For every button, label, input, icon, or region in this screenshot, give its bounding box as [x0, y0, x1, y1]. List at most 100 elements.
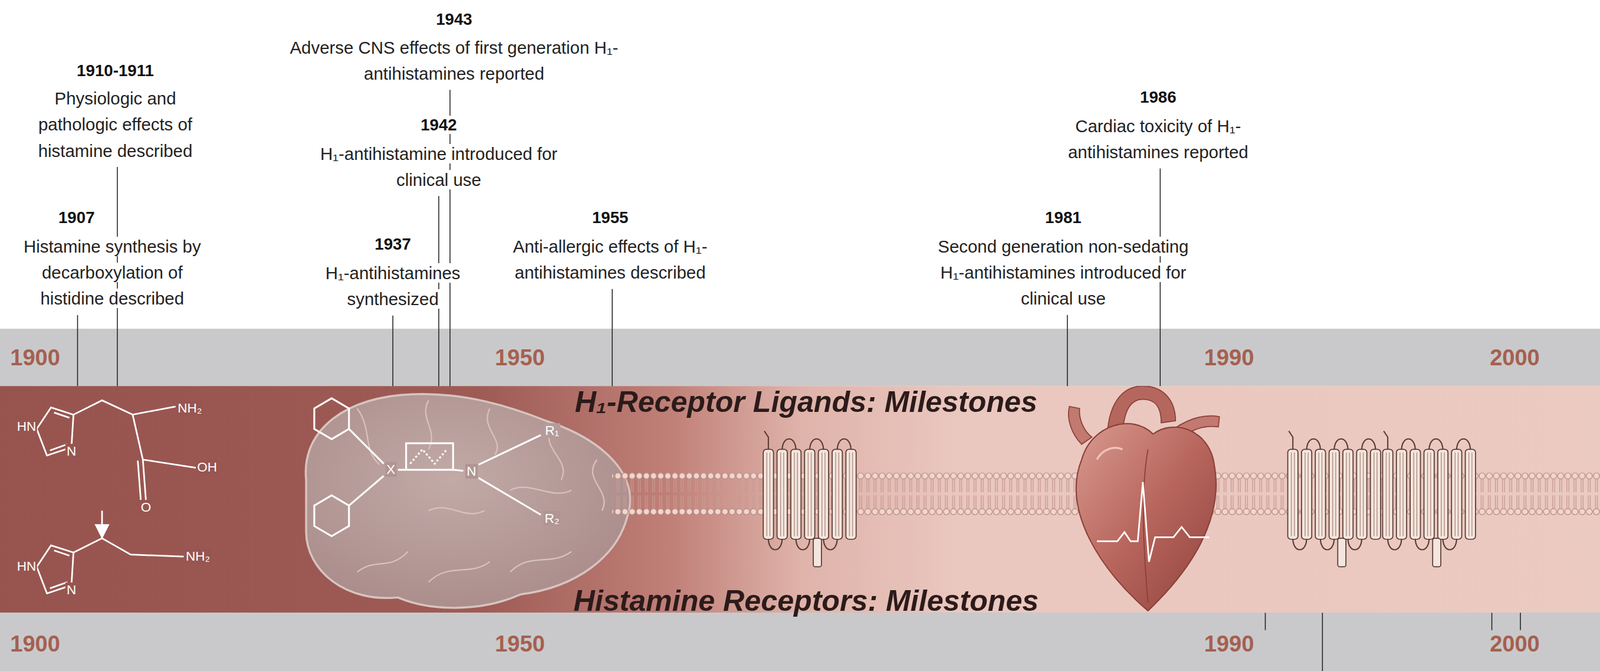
- receptor-part-part: [823, 537, 837, 550]
- brain-part-part: [510, 487, 572, 494]
- antihistamine-structure-part: [398, 468, 407, 471]
- axis-tick-part: [1265, 612, 1267, 630]
- receptor-part-part: [813, 537, 822, 567]
- heart-part: [1068, 406, 1093, 445]
- receptor-part-part: [1415, 537, 1429, 550]
- milestone-note: Anti-allergic effects of H₁-antihistamin…: [512, 236, 709, 282]
- receptor-part-part: [1387, 537, 1402, 550]
- receptor-part-part: [1334, 438, 1348, 450]
- receptor-part-part: [818, 448, 829, 539]
- receptor-part-part: [1288, 448, 1299, 539]
- receptor-part-part: [1332, 452, 1333, 537]
- receptor-part-part: [1410, 448, 1421, 539]
- brain-part-part: [510, 551, 572, 573]
- receptor-part-part: [1329, 448, 1340, 539]
- brain-part-part: [425, 399, 432, 449]
- receptor-part-part: [1290, 452, 1292, 537]
- milestone-year: 1981: [1044, 208, 1083, 227]
- receptor-part-part: [1451, 448, 1462, 539]
- atom-label: OH: [195, 460, 219, 475]
- receptor-part-part: [824, 452, 826, 537]
- receptor-part-part: [768, 537, 783, 550]
- axis-year: 2000: [1489, 631, 1540, 657]
- antihistamine-structure-part: [452, 469, 463, 471]
- receptor-part-part: [764, 430, 769, 450]
- receptor-part-part: [1315, 448, 1326, 539]
- receptor-part-part: [1292, 537, 1307, 550]
- receptor-part-part: [807, 452, 809, 537]
- receptor-part-part: [796, 537, 810, 550]
- receptor-part-part: [1388, 452, 1390, 537]
- receptor-part-part: [790, 448, 801, 539]
- milestone-note: Physiologic and pathologic effects of hi…: [37, 88, 194, 160]
- milestone-note-holder: Second generation non-sedating H₁-antihi…: [932, 233, 1194, 312]
- antihistamine-structure-part: [406, 442, 454, 470]
- receptor-part-part: [1337, 537, 1346, 567]
- milestone-note: Histamine synthesis by decarboxylation o…: [23, 236, 202, 308]
- brain-part-part: [428, 507, 485, 514]
- receptor-part-part: [1427, 452, 1428, 537]
- atom-label-holder: N: [465, 463, 478, 479]
- brain-part-part: [357, 551, 409, 573]
- receptor-part-part: [1471, 452, 1473, 537]
- receptor-part-part: [1306, 438, 1321, 450]
- receptor-part: [763, 430, 856, 567]
- milestone-year-holder: 1943: [435, 10, 473, 29]
- receptor-part-part: [1321, 452, 1323, 537]
- milestone-note-holder: Physiologic and pathologic effects of hi…: [31, 85, 200, 164]
- receptor-part-part: [1385, 452, 1387, 537]
- milestone-year-holder: 1907: [57, 208, 96, 228]
- receptor-part-part: [832, 448, 843, 539]
- receptor-part-part: [782, 438, 796, 450]
- receptor-part-part: [838, 452, 840, 537]
- receptor-part-part: [1373, 452, 1375, 537]
- axis-year: 1950: [494, 631, 545, 657]
- receptor-part-part: [849, 452, 850, 537]
- receptor-part-part: [1457, 452, 1459, 537]
- milestone-year: 1943: [435, 10, 473, 29]
- receptor-part-part: [837, 438, 852, 450]
- receptor-part-part: [763, 448, 774, 539]
- atom-label: NH₂: [184, 548, 212, 564]
- atom-label: NH₂: [176, 400, 203, 416]
- milestone-year-holder: 1937: [373, 234, 412, 254]
- receptor-part-part: [1402, 452, 1404, 537]
- atom-label-holder: R₁: [543, 422, 561, 439]
- receptor-part-part: [835, 452, 836, 537]
- milestone-year-holder: 1986: [1139, 87, 1178, 107]
- axis-tick-part: [1322, 612, 1324, 671]
- receptor-part-part: [1396, 448, 1407, 539]
- histamine-structure-part: [73, 537, 185, 557]
- histamine-structure: [36, 537, 184, 593]
- receptor-part-part: [1468, 452, 1470, 537]
- heart-part: [1096, 447, 1123, 460]
- receptor-part-part: [1301, 448, 1312, 539]
- receptor-part-part: [1359, 452, 1361, 537]
- milestone-year-holder: 1942: [419, 115, 458, 135]
- receptor-part-part: [1348, 537, 1362, 550]
- atom-label-holder: HN: [15, 418, 38, 435]
- milestone-year-holder: 1955: [591, 208, 630, 228]
- receptor-part-part: [1288, 430, 1293, 450]
- receptor-part-part: [810, 452, 812, 537]
- brain-part-part: [487, 408, 498, 455]
- axis-year: 1900: [10, 345, 61, 371]
- receptor-part-part: [783, 452, 784, 537]
- milestone-note: Second generation non-sedating H₁-antihi…: [937, 236, 1189, 308]
- receptor-part-part: [1370, 448, 1381, 539]
- band-ground: [0, 385, 1600, 613]
- atom-label: N: [465, 463, 478, 479]
- antihistamine-structure-part: [314, 398, 350, 439]
- atom-label-holder: X: [385, 461, 397, 478]
- receptor-part-part: [1416, 452, 1418, 537]
- brain-part-part: [592, 459, 605, 511]
- leader-line: [392, 315, 394, 386]
- receptor-part-part: [1362, 452, 1364, 537]
- atom-label: O: [139, 499, 153, 515]
- axis-year: 1990: [1204, 345, 1255, 371]
- leader-line: [1066, 314, 1069, 386]
- receptor-part-part: [1399, 452, 1401, 537]
- axis-bar: 1900195019902000: [0, 612, 1600, 671]
- atom-label: N: [65, 443, 78, 459]
- receptor-part-part: [1383, 430, 1388, 450]
